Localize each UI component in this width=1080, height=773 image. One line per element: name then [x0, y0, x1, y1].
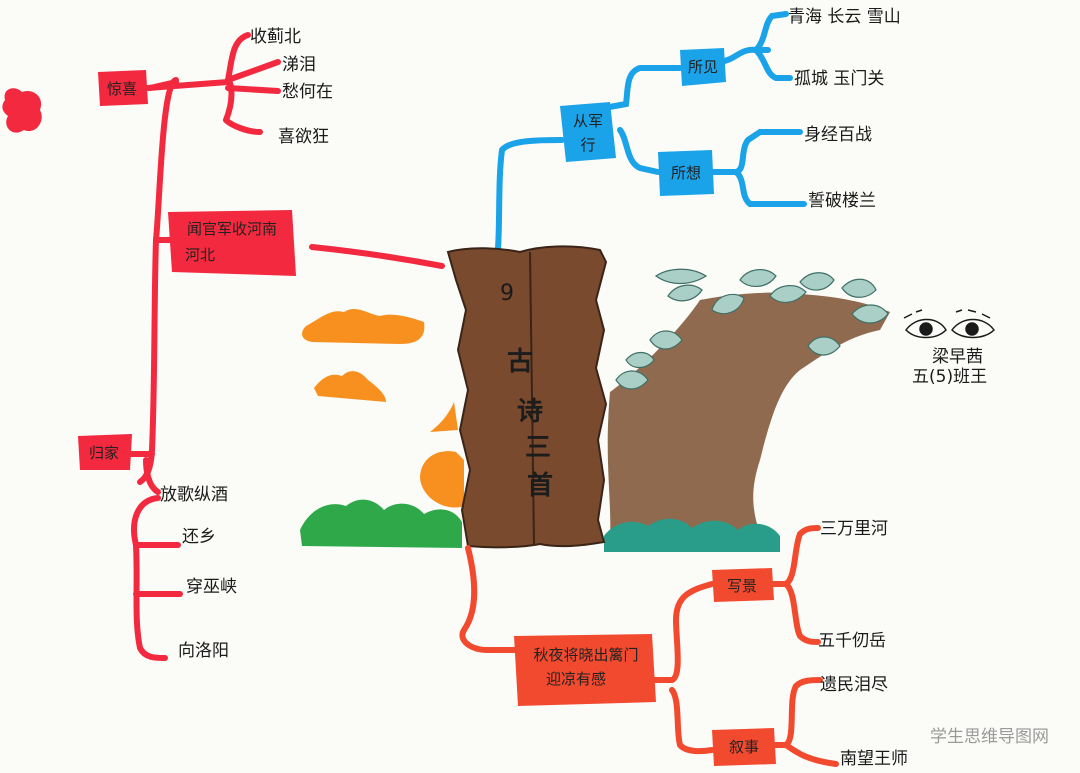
left-box-1	[98, 70, 148, 106]
left-box-1-item-2: 涕泪	[282, 55, 316, 75]
orange-sun	[420, 451, 464, 508]
top-right-root-label-line1: 从军	[573, 112, 603, 130]
top-right-root-box	[560, 102, 616, 162]
bottom-right-sub-1-box	[712, 568, 774, 602]
book-title-char-4: 首	[527, 470, 553, 501]
book-spine	[529, 251, 535, 545]
top-right-sub-2-item-1: 身经百战	[804, 125, 872, 145]
eyes-doodle	[903, 309, 995, 339]
tree-trunk	[607, 292, 890, 540]
bottom-right-branch-lines	[459, 525, 839, 767]
book-title-char-1: 古	[507, 347, 533, 377]
grass-left	[300, 499, 462, 548]
left-box-1-item-4: 喜欲狂	[278, 127, 329, 147]
bottom-right-sub-2-label: 叙事	[729, 738, 759, 756]
tree-leaves	[615, 268, 889, 390]
top-right-sub-1-box	[680, 48, 726, 86]
bottom-right-sub-1-item-1: 三万里河	[820, 519, 888, 539]
left-box-3-item-4: 向洛阳	[178, 641, 229, 661]
watermark: 学生思维导图网	[930, 727, 1049, 747]
author-name: 梁早茜	[932, 347, 983, 367]
orange-cloud-1	[302, 308, 425, 344]
top-right-sub-1-label: 所见	[688, 58, 718, 76]
top-right-root-label-line2: 行	[580, 136, 595, 154]
bottom-right-sub-1-label: 写景	[727, 577, 757, 595]
top-right-sub-1-item-1: 青海 长云 雪山	[788, 7, 901, 27]
author-class: 五(5)班王	[912, 367, 987, 387]
left-box-3-item-3: 穿巫峡	[186, 577, 237, 597]
book-title-char-3: 三	[525, 433, 551, 463]
left-box-1-item-1: 收蓟北	[250, 27, 301, 47]
left-box-2-label-line1: 闻官军收河南	[187, 220, 277, 238]
left-box-1-label: 惊喜	[107, 80, 137, 98]
left-box-2-label-line2: 河北	[185, 246, 215, 264]
top-right-sub-2-box	[658, 150, 714, 196]
bottom-right-sub-2-box	[712, 728, 776, 766]
left-box-3-item-1: 放歌纵酒	[160, 485, 228, 505]
bottom-right-root-label-line1: 秋夜将晓出篱门	[533, 646, 638, 664]
book-title-char-2: 诗	[517, 397, 543, 427]
grass-right	[604, 518, 780, 552]
left-branch-lines	[127, 32, 445, 661]
left-box-1-item-3: 愁何在	[282, 82, 333, 102]
book-trunk	[446, 245, 608, 549]
left-box-3	[78, 434, 132, 470]
book-title-group: 古 诗 三 首	[507, 347, 553, 501]
decorative-flower	[2, 88, 42, 133]
orange-flame	[430, 402, 458, 432]
orange-cloud-2	[314, 371, 386, 402]
top-right-branch-lines	[495, 11, 807, 251]
left-box-3-label: 归家	[89, 444, 119, 462]
top-right-sub-1-item-2: 孤城 玉门关	[794, 69, 884, 89]
bottom-right-sub-2-item-2: 南望王师	[840, 749, 908, 769]
bottom-right-root-label-line2: 迎凉有感	[546, 670, 606, 688]
top-right-sub-2-label: 所想	[671, 164, 701, 182]
bottom-right-root-box	[514, 634, 656, 706]
bottom-right-sub-1-item-2: 五千仞岳	[818, 631, 886, 651]
book-number: 9	[500, 281, 514, 306]
top-right-sub-2-item-2: 誓破楼兰	[808, 191, 876, 211]
left-box-3-item-2: 还乡	[182, 527, 216, 547]
left-box-2	[168, 210, 296, 276]
bottom-right-sub-2-item-1: 遗民泪尽	[820, 675, 888, 695]
